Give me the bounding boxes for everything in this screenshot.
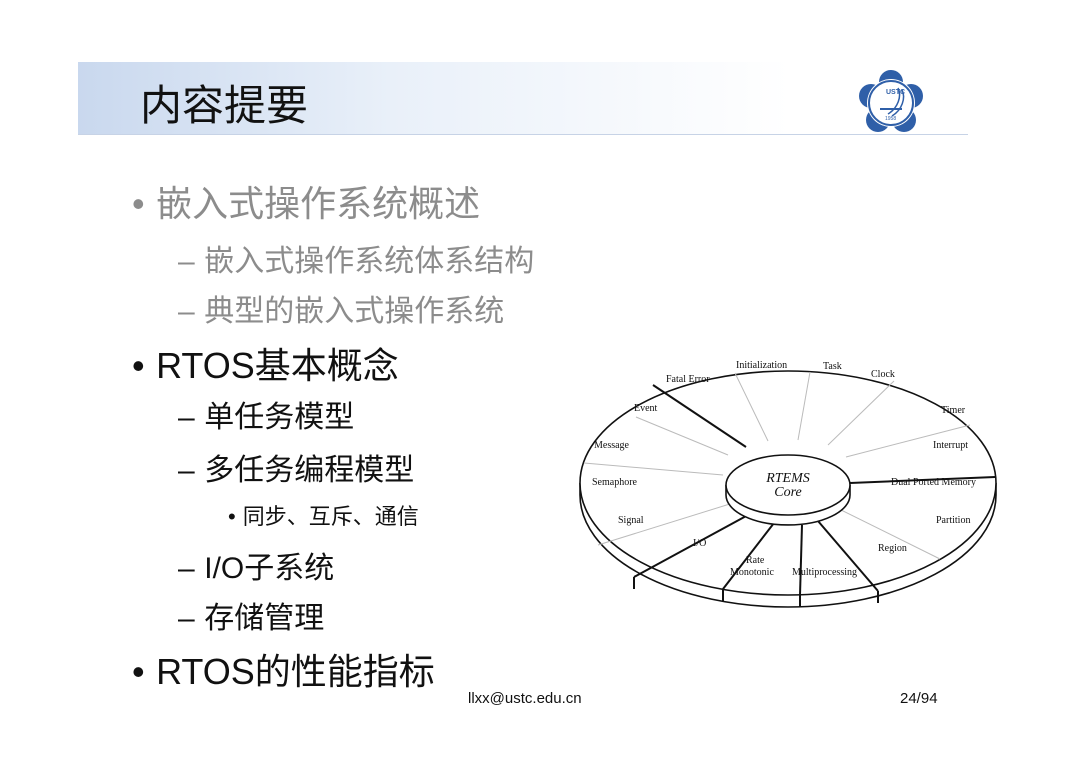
segment-dual-ported-memory: Dual Ported Memory	[891, 477, 976, 488]
sub-sub-bullet-item: • 同步、互斥、通信	[228, 499, 419, 531]
slide-title: 内容提要	[140, 81, 309, 130]
segment-multiprocessing: Multiprocessing	[792, 567, 857, 578]
segment-timer: Timer	[941, 405, 966, 416]
segment-io: I/O	[693, 538, 706, 549]
sub-bullet-item: – I/O子系统	[178, 543, 334, 587]
segment-partition: Partition	[936, 515, 970, 526]
bullet-text: 典型的嵌入式操作系统	[204, 294, 505, 329]
dash-marker: –	[178, 401, 195, 434]
bullet-marker: •	[132, 651, 145, 692]
segment-clock: Clock	[871, 369, 895, 380]
bullet-text: 存储管理	[204, 601, 325, 636]
bullet-text: 单任务模型	[204, 400, 355, 435]
segment-signal: Signal	[618, 515, 644, 526]
segment-region: Region	[878, 543, 907, 554]
footer-email: llxx@ustc.edu.cn	[468, 690, 582, 707]
footer-page-number: 24/94	[900, 690, 938, 707]
dash-marker: –	[178, 552, 195, 585]
segment-message: Message	[594, 440, 630, 451]
bullet-item: • RTOS的性能指标	[132, 643, 435, 695]
logo-year: 1958	[885, 116, 896, 122]
segment-monotonic: Monotonic	[730, 567, 774, 578]
dash-marker: –	[178, 454, 195, 487]
sub-bullet-item: – 存储管理	[178, 593, 324, 637]
bullet-marker: •	[132, 345, 145, 386]
core-label-line2: Core	[774, 485, 801, 500]
bullet-text: RTOS的性能指标	[156, 651, 435, 692]
bullet-text: I/O子系统	[204, 552, 335, 585]
bullet-text: 同步、互斥、通信	[242, 505, 419, 530]
segment-semaphore: Semaphore	[592, 477, 638, 488]
bullet-text: 嵌入式操作系统概述	[156, 184, 481, 225]
title-band	[78, 62, 968, 135]
sub-bullet-item: – 多任务编程模型	[178, 445, 414, 489]
segment-rate: Rate	[746, 555, 765, 566]
bullet-item: • 嵌入式操作系统概述	[132, 175, 480, 227]
core-label-line1: RTEMS	[765, 471, 810, 486]
sub-bullet-item: – 单任务模型	[178, 392, 354, 436]
bullet-marker: •	[228, 504, 236, 529]
ustc-logo: USTC 1958	[859, 70, 923, 132]
segment-initialization: Initialization	[736, 360, 787, 371]
sub-bullet-item: – 典型的嵌入式操作系统	[178, 286, 504, 330]
segment-fatal-error: Fatal Error	[666, 374, 710, 385]
logo-text: USTC	[886, 89, 905, 96]
bullet-text: RTOS基本概念	[156, 345, 399, 386]
dash-marker: –	[178, 602, 195, 635]
bullet-text: 嵌入式操作系统体系结构	[204, 244, 535, 279]
dash-marker: –	[178, 245, 195, 278]
bullet-text: 多任务编程模型	[204, 453, 415, 488]
rtems-diagram: RTEMS Core Initialization Task Clock Fat…	[579, 360, 997, 608]
segment-task: Task	[823, 361, 842, 372]
segment-interrupt: Interrupt	[933, 440, 968, 451]
bullet-item: • RTOS基本概念	[132, 337, 399, 389]
sub-bullet-item: – 嵌入式操作系统体系结构	[178, 236, 534, 280]
bullet-marker: •	[132, 183, 145, 224]
segment-event: Event	[634, 403, 658, 414]
dash-marker: –	[178, 295, 195, 328]
